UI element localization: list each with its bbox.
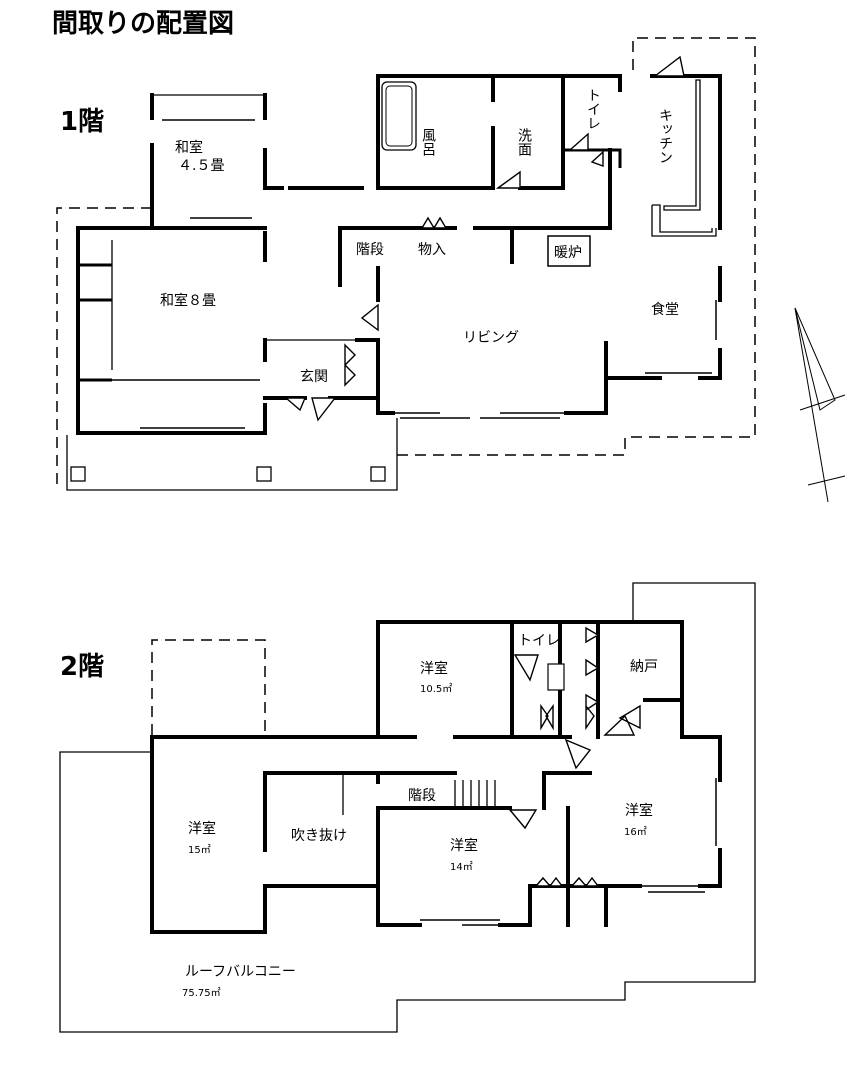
room-fukinuke: 吹き抜け xyxy=(291,828,347,844)
room-yoshitsu-c: 洋室 xyxy=(450,837,478,854)
room-living: リビング xyxy=(463,330,519,346)
terrace-post xyxy=(370,466,386,482)
bathtub-icon xyxy=(381,81,417,151)
living-windows xyxy=(393,300,717,419)
kitchen-counter xyxy=(663,79,701,211)
eaves-outline-west xyxy=(56,207,152,490)
floor2-plan: 洋室 10.5㎡ トイレ 納戸 洋室 15㎡ 吹き抜け 階段 洋室 14㎡ 洋室… xyxy=(59,582,756,1033)
kitchen-counter-corner xyxy=(651,204,717,237)
room-yoshitsu-c-size: 14㎡ xyxy=(450,861,473,873)
terrace-post xyxy=(256,466,272,482)
north-arrow-icon xyxy=(794,307,846,503)
terrace-post xyxy=(70,466,86,482)
room-danro: 暖炉 xyxy=(554,245,582,261)
room-toilet-2f: トイレ xyxy=(518,633,560,649)
room-washitsu45-size: ４.５畳 xyxy=(178,158,224,174)
room-yoshitsu-d: 洋室 xyxy=(625,802,653,819)
yoshitsu-d-window xyxy=(640,778,717,893)
door-swing-icon xyxy=(420,216,448,229)
room-washitsu45-name: 和室 xyxy=(175,139,203,156)
stairs-icon xyxy=(454,780,496,807)
yoshitsu-c-walls xyxy=(376,806,608,927)
washitsu8-window xyxy=(112,379,260,429)
door-swing-icon xyxy=(508,809,538,830)
room-yoshitsu-a: 洋室 xyxy=(420,660,448,677)
toilet-fixture xyxy=(547,663,565,691)
yoshitsu-d-walls xyxy=(542,735,722,888)
floor2-label: 2階 xyxy=(60,652,104,682)
room-genkan: 玄関 xyxy=(300,368,328,385)
room-monoire: 物入 xyxy=(418,242,446,258)
door-swing-icon xyxy=(590,150,604,167)
door-swing-icon xyxy=(564,738,592,770)
bath-block-walls xyxy=(376,74,622,190)
room-yoshitsu-d-size: 16㎡ xyxy=(624,826,647,838)
room-balcony: ルーフバルコニー xyxy=(185,964,296,980)
door-swing-icon xyxy=(603,704,641,736)
dashed-void-outline xyxy=(151,639,266,735)
room-kaidan-2f: 階段 xyxy=(408,788,436,804)
terrace-outline xyxy=(66,418,398,491)
room-kaidan-1f: 階段 xyxy=(356,242,384,258)
room-senmen: 洗面 xyxy=(516,128,532,156)
door-swing-icon xyxy=(652,55,685,77)
entrance-door-icon xyxy=(284,397,337,422)
room-balcony-size: 75.75㎡ xyxy=(182,987,221,999)
room-washitsu8: 和室８畳 xyxy=(160,292,216,309)
room-yoshitsu-b-size: 15㎡ xyxy=(188,844,211,856)
room-yoshitsu-b: 洋室 xyxy=(188,820,216,837)
yoshitsu-c-window xyxy=(420,919,500,926)
room-nando: 納戸 xyxy=(630,659,658,675)
floor1-label: 1階 xyxy=(60,107,104,137)
washitsu8-walls xyxy=(76,226,267,435)
stair-storage-walls xyxy=(338,148,612,287)
door-swing-icon xyxy=(360,303,379,332)
bathtub-inner xyxy=(385,85,413,147)
room-yoshitsu-a-size: 10.5㎡ xyxy=(420,683,452,695)
door-swing-icon xyxy=(344,343,356,387)
page-title: 間取りの配置図 xyxy=(52,9,234,39)
door-swing-icon xyxy=(534,876,600,887)
washitsu45-walls xyxy=(150,93,284,227)
washitsu45-window xyxy=(162,119,255,219)
door-swing-icon xyxy=(495,170,521,189)
door-swing-icon xyxy=(568,132,589,151)
balcony-outline xyxy=(59,582,756,1033)
room-toilet-1f: トイレ xyxy=(585,88,601,130)
door-swing-icon xyxy=(540,626,600,731)
room-shokudo: 食堂 xyxy=(651,301,679,318)
living-walls xyxy=(376,266,722,415)
floor1-plan: 和室 ４.５畳 和室８畳 風呂 洗面 トイレ キッチン 階段 物入 暖炉 リビン… xyxy=(56,37,756,491)
closet-dividers xyxy=(78,263,112,382)
room-kitchen: キッチン xyxy=(657,108,673,164)
door-swing-icon xyxy=(513,654,539,682)
room-furo: 風呂 xyxy=(420,128,436,156)
yoshitsu-a-walls xyxy=(376,620,514,739)
fireplace-icon xyxy=(547,235,591,267)
